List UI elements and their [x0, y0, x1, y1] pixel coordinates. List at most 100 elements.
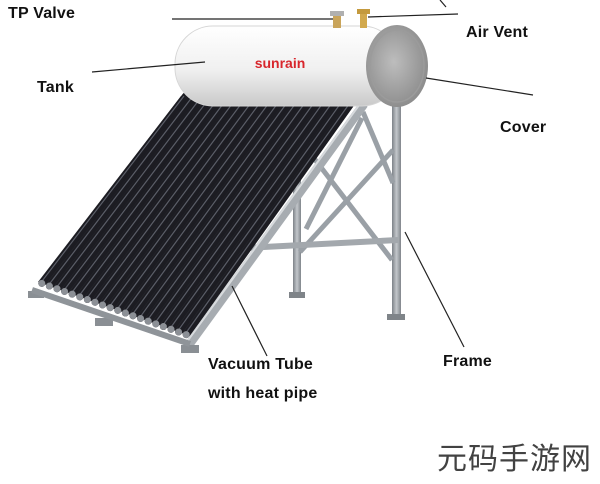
frame-brace	[303, 116, 365, 231]
leader-frame	[404, 231, 465, 348]
tube-end-cap	[106, 304, 114, 312]
vacuum-tube-highlight	[47, 95, 194, 287]
tube-end-cap	[38, 279, 46, 287]
vacuum-tube-highlight	[138, 98, 300, 319]
vacuum-tube	[68, 93, 225, 298]
frame-foot	[289, 292, 305, 298]
vacuum-tube-highlight	[62, 96, 211, 292]
vacuum-tube	[144, 95, 313, 325]
vacuum-tube	[137, 95, 304, 322]
vacuum-tube	[175, 96, 349, 336]
leader-top	[439, 0, 447, 8]
tank-label: Tank	[37, 79, 74, 96]
tube-end-cap	[159, 323, 167, 331]
vacuum-tube	[106, 94, 269, 312]
frame-side-rail	[184, 101, 368, 349]
air-vent-label: Air Vent	[466, 24, 529, 41]
vacuum-tube-highlight	[176, 99, 344, 333]
tube-end-cap	[167, 325, 175, 333]
vacuum-tube	[38, 92, 189, 287]
vacuum-tube	[167, 96, 340, 333]
tube-end-cap	[91, 298, 99, 306]
vacuum-tube-sublabel: with heat pipe	[208, 385, 318, 402]
vacuum-tube-highlight	[93, 97, 247, 303]
frame-foot	[387, 314, 405, 320]
frame-bottom-bar	[31, 287, 191, 347]
vacuum-tube-highlight	[131, 98, 291, 317]
tube-end-cap	[182, 331, 190, 339]
vacuum-tube-highlight	[39, 95, 185, 284]
vacuum-tube-panel	[38, 92, 358, 339]
tank-cover	[366, 25, 428, 107]
frame-leg-back-left	[293, 118, 301, 296]
tube-end-cap	[175, 328, 183, 336]
vacuum-tube	[114, 94, 278, 314]
vacuum-tube	[121, 94, 287, 317]
tube-end-cap	[83, 296, 91, 304]
frame-brace	[298, 148, 395, 254]
vacuum-tube	[159, 95, 331, 331]
frame-label: Frame	[443, 353, 493, 370]
tube-end-cap	[121, 309, 129, 317]
air-vent-cap	[357, 9, 370, 14]
leader-tank	[91, 61, 206, 73]
vacuum-tube	[129, 95, 296, 320]
vacuum-tube-highlight	[161, 98, 327, 327]
tube-end-cap	[144, 317, 152, 325]
leader-vacuum-tube	[231, 285, 268, 357]
vacuum-tube	[99, 94, 260, 309]
frame-foot	[95, 318, 113, 326]
frame-rail	[244, 237, 399, 251]
vacuum-tube-highlight	[123, 97, 282, 314]
brand-logo: sunrain	[255, 55, 306, 71]
tube-end-cap	[152, 320, 160, 328]
vacuum-tube	[152, 95, 322, 328]
tube-end-cap	[137, 314, 145, 322]
vacuum-tube-highlight	[85, 96, 238, 300]
vacuum-tube	[76, 93, 234, 301]
frame	[244, 104, 405, 320]
vacuum-tube-highlight	[115, 97, 273, 311]
tank-cover-rim	[369, 29, 425, 103]
tube-end-cap	[45, 282, 53, 290]
tube-end-cap	[76, 293, 84, 301]
watermark: 元码手游网	[437, 442, 592, 477]
cover-label: Cover	[500, 119, 547, 136]
tube-end-cap	[68, 290, 76, 298]
leader-air-vent	[367, 13, 459, 18]
leader-cover	[425, 77, 534, 96]
vacuum-tube-highlight	[77, 96, 229, 298]
tube-end-cap	[114, 306, 122, 314]
frame-front	[28, 100, 368, 353]
frame-brace	[360, 111, 396, 184]
vacuum-tube-highlight	[70, 96, 220, 295]
tp-valve-label: TP Valve	[8, 5, 76, 22]
vacuum-tube-highlight	[169, 99, 335, 330]
tp-valve-fitting	[333, 14, 341, 28]
vacuum-tube-highlight	[153, 98, 318, 325]
leader-lines	[91, 0, 534, 357]
vacuum-tube-label: Vacuum Tube	[208, 356, 314, 373]
tube-end-cap	[99, 301, 107, 309]
frame-leg-back-right	[392, 104, 401, 318]
air-vent-fitting	[360, 12, 367, 28]
vacuum-tube-highlight	[108, 97, 265, 309]
frame-foot	[181, 345, 199, 353]
tp-valve-cap	[330, 11, 344, 16]
vacuum-tube	[91, 94, 251, 306]
tank: sunrain	[174, 9, 428, 107]
frame-side-rail-highlight	[185, 100, 363, 344]
vacuum-tube	[83, 93, 243, 304]
vacuum-tube-highlight	[184, 99, 353, 335]
vacuum-tube-highlight	[146, 98, 309, 322]
tube-end-cap	[53, 285, 61, 293]
vacuum-tube-highlight	[55, 96, 203, 290]
vacuum-tube	[61, 93, 216, 295]
vacuum-tube	[182, 96, 358, 339]
tube-end-cap	[61, 287, 69, 295]
vacuum-tube	[45, 92, 198, 290]
vacuum-tube-highlight	[100, 97, 256, 306]
tube-end-cap	[129, 312, 137, 320]
vacuum-tube	[53, 93, 207, 293]
